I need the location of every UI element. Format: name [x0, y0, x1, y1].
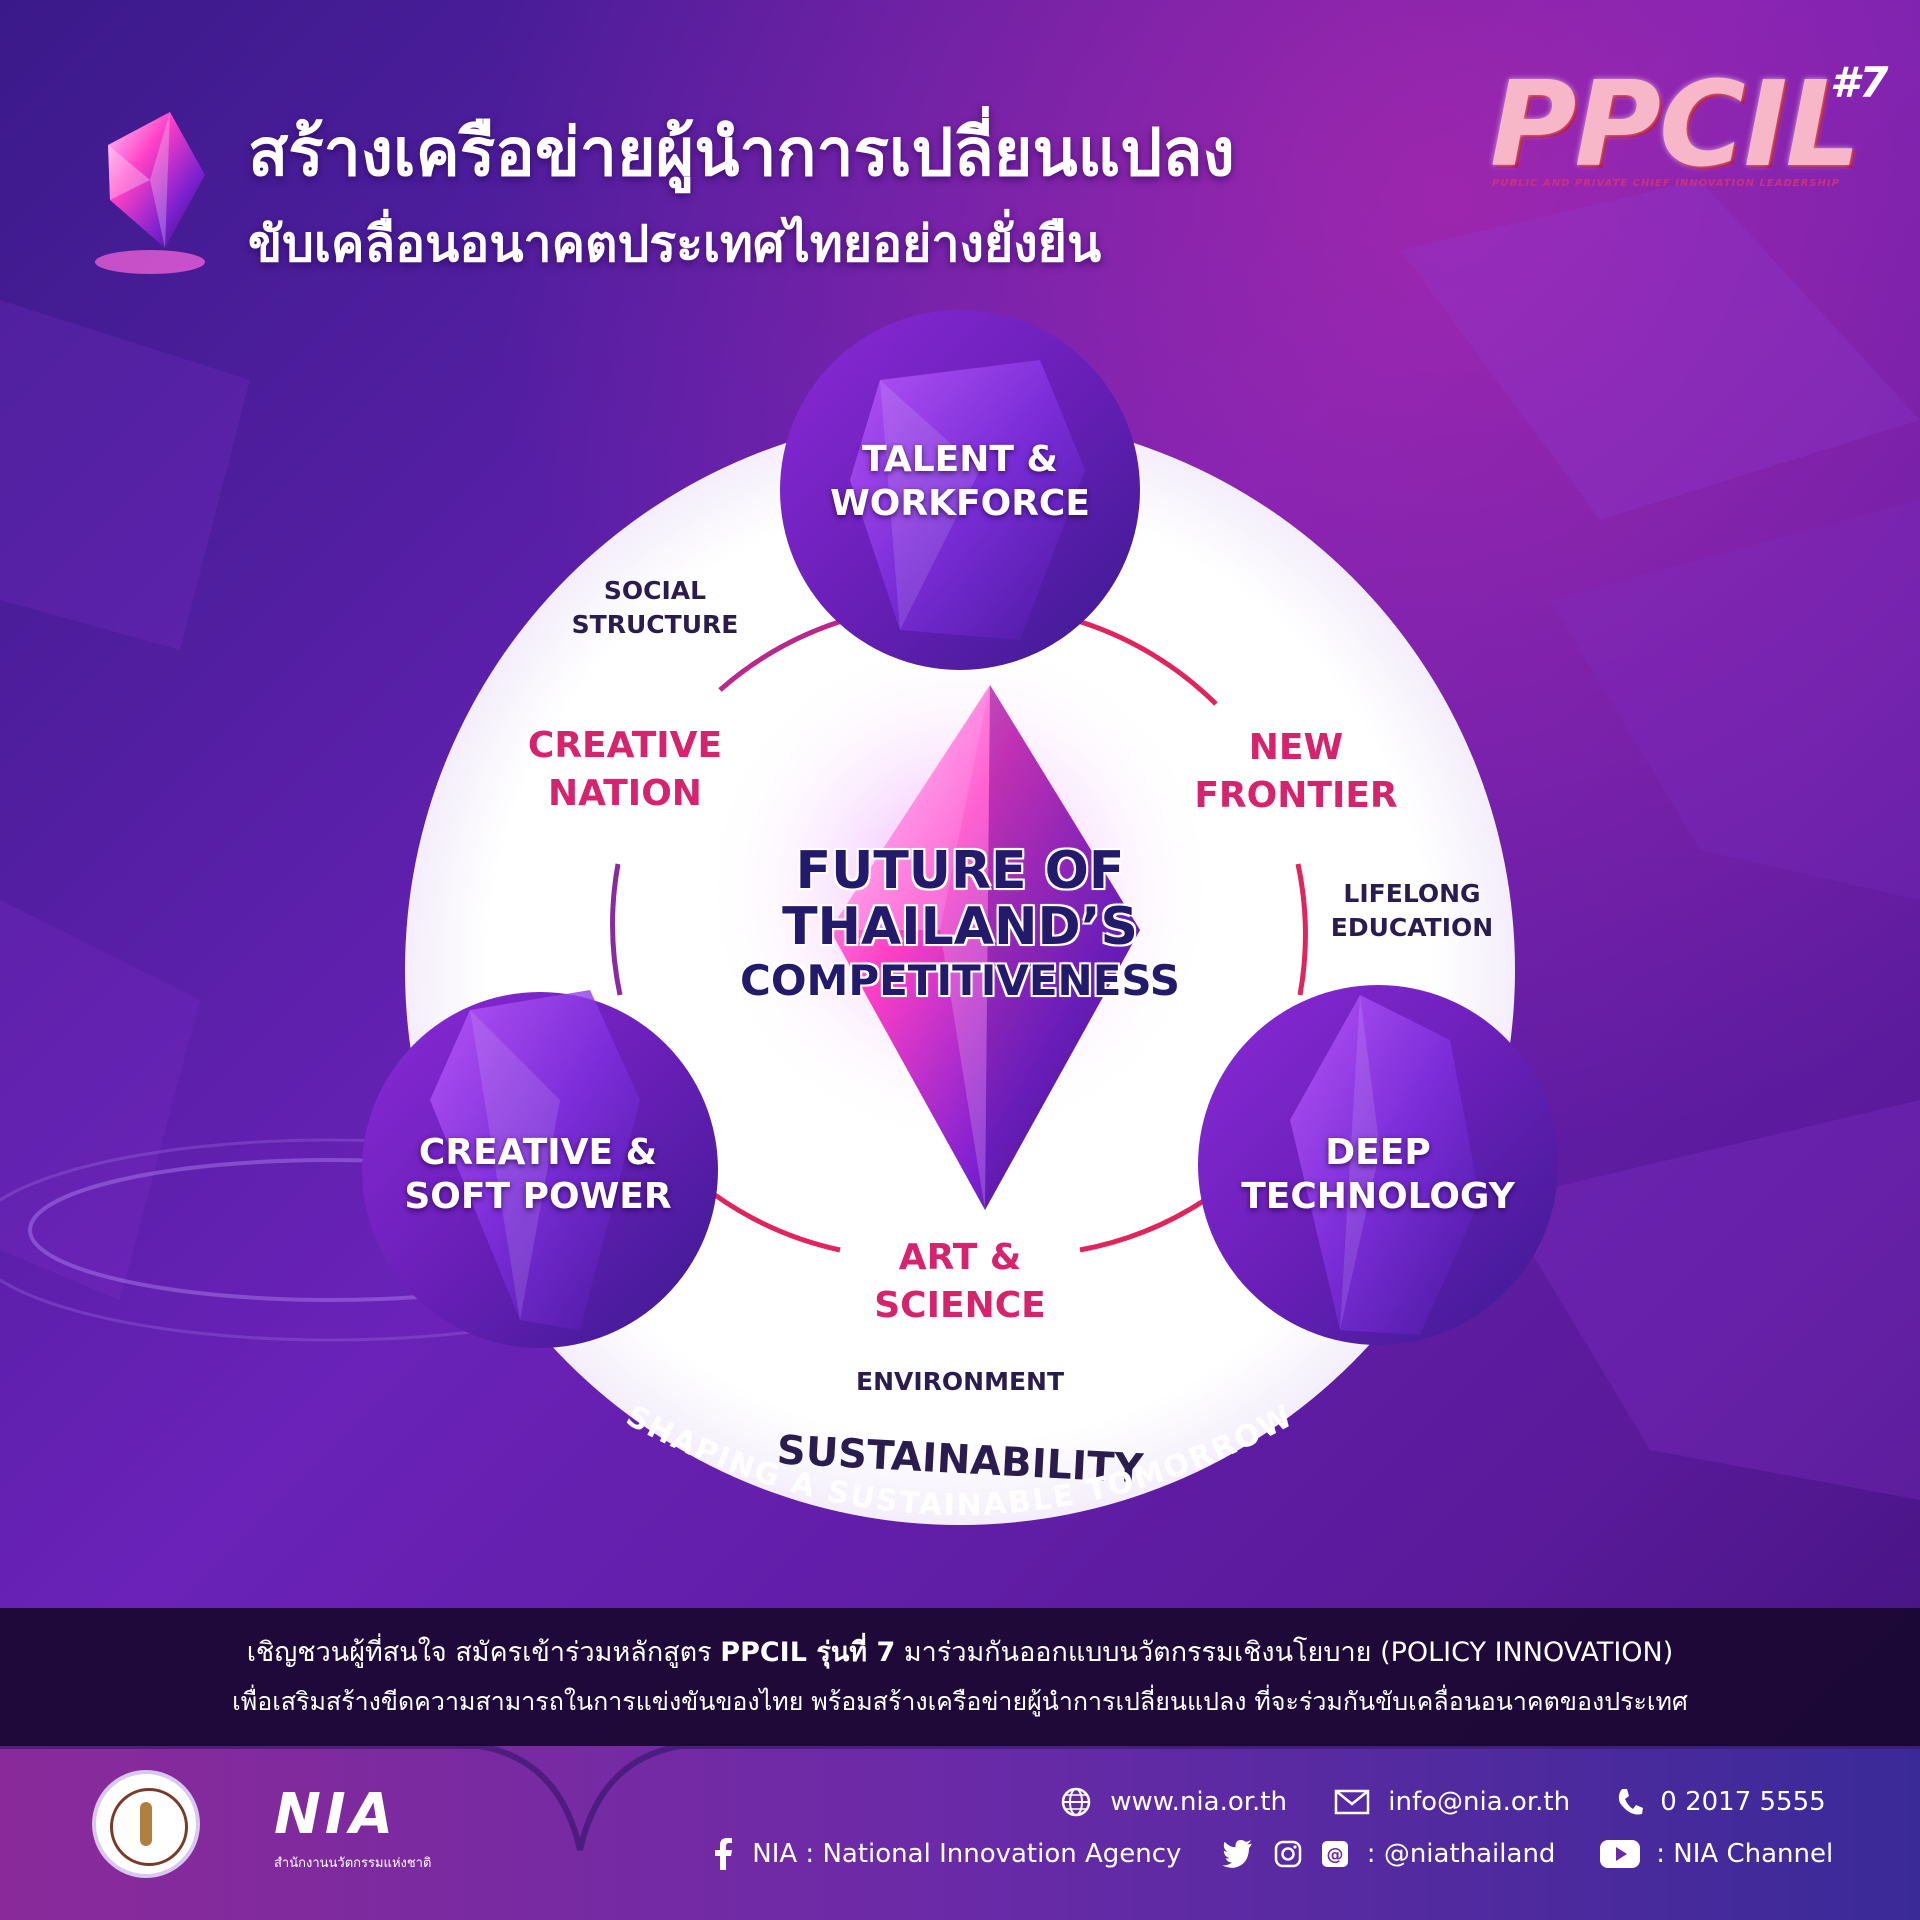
link-art-science-line2: SCIENCE — [874, 1285, 1046, 1326]
tagline-curve: SHAPING A SUSTAINABLE TOMORROW — [620, 1399, 1299, 1524]
social-handle-text: : @niathailand — [1366, 1838, 1556, 1869]
center-line1: FUTURE OF — [795, 841, 1125, 901]
gem-icon — [95, 112, 205, 274]
node-deep-line1: DEEP — [1325, 1132, 1431, 1173]
email-link[interactable]: info@nia.or.th — [1334, 1786, 1570, 1817]
ppcil-logo-subtitle: PUBLIC AND PRIVATE CHIEF INNOVATION LEAD… — [1492, 178, 1840, 189]
twitter-icon — [1222, 1839, 1252, 1868]
link-new-frontier: NEW FRONTIER — [1194, 724, 1397, 820]
youtube-text: : NIA Channel — [1656, 1838, 1834, 1869]
node-left-circle — [362, 990, 718, 1348]
nia-logo-subtitle: สำนักงานนวัตกรรมแห่งชาติ — [274, 1856, 432, 1871]
globe-icon — [1061, 1787, 1091, 1817]
ppcil-logo: PPCIL — [1490, 55, 1861, 193]
node-creative-soft-power: CREATIVE & SOFT POWER — [404, 1131, 671, 1219]
pillar-environment: ENVIRONMENT — [855, 1367, 1065, 1396]
node-right-circle — [1198, 985, 1558, 1345]
link-creative-nation-line2: NATION — [548, 773, 702, 814]
email-text: info@nia.or.th — [1388, 1786, 1571, 1817]
center-title: FUTURE OF THAILAND’S COMPETITIVENESS — [740, 843, 1180, 1007]
center-line3: COMPETITIVENESS — [740, 956, 1180, 1005]
link-new-frontier-line2: FRONTIER — [1194, 775, 1398, 816]
tagline-text: SHAPING A SUSTAINABLE TOMORROW — [620, 1399, 1297, 1524]
svg-text:SHAPING A SUSTAINABLE TOMORROW: SHAPING A SUSTAINABLE TOMORROW — [620, 1399, 1299, 1524]
youtube-icon — [1600, 1839, 1640, 1868]
nia-logo: NIA — [274, 1782, 398, 1847]
pillar-social-line1: SOCIAL — [603, 576, 707, 605]
info-banner: เชิญชวนผู้ที่สนใจ สมัครเข้าร่วมหลักสูตร … — [0, 1608, 1920, 1746]
node-creative-line1: CREATIVE & — [418, 1132, 658, 1173]
center-diamond — [830, 685, 1140, 1210]
banner-line1: เชิญชวนผู้ที่สนใจ สมัครเข้าร่วมหลักสูตร … — [0, 1630, 1920, 1673]
page-subtitle: ขับเคลื่อนอนาคตประเทศไทยอย่างยั่งยืน — [248, 215, 1102, 273]
pillar-lifelong-education: LIFELONG EDUCATION — [1331, 877, 1493, 945]
svg-text:@: @ — [1326, 1845, 1343, 1865]
link-new-frontier-line1: NEW — [1248, 727, 1344, 768]
node-deep-technology: DEEP TECHNOLOGY — [1241, 1131, 1515, 1219]
link-creative-nation-line1: CREATIVE — [527, 725, 723, 766]
website-link[interactable]: www.nia.or.th — [1060, 1786, 1287, 1818]
website-text: www.nia.or.th — [1110, 1787, 1287, 1817]
node-deep-line2: TECHNOLOGY — [1241, 1176, 1515, 1217]
center-line2: THAILAND’S — [782, 897, 1138, 957]
node-creative-line2: SOFT POWER — [404, 1176, 672, 1217]
threads-icon: @ — [1321, 1840, 1348, 1867]
facebook-icon — [715, 1838, 732, 1870]
mail-icon — [1334, 1789, 1370, 1814]
node-top-circle — [780, 310, 1140, 670]
page-title: สร้างเครือข่ายผู้นำการเปลี่ยนแปลง — [248, 114, 1235, 191]
link-art-science-line1: ART & — [898, 1237, 1022, 1278]
pillar-lifelong-line2: EDUCATION — [1330, 913, 1494, 942]
pillar-lifelong-line1: LIFELONG — [1343, 879, 1481, 908]
link-creative-nation: CREATIVE NATION — [528, 722, 722, 818]
ministry-seal-logo — [96, 1774, 196, 1874]
pillar-social-structure: SOCIAL STRUCTURE — [572, 574, 739, 642]
node-talent-line2: WORKFORCE — [830, 483, 1090, 524]
instagram-icon — [1275, 1840, 1302, 1867]
phone-text: 0 2017 5555 — [1660, 1786, 1826, 1817]
node-talent-workforce: TALENT & WORKFORCE — [830, 438, 1090, 526]
pillar-social-line2: STRUCTURE — [571, 610, 739, 639]
youtube-link[interactable]: : NIA Channel — [1600, 1838, 1833, 1869]
phone-link[interactable]: 0 2017 5555 — [1616, 1786, 1826, 1817]
ppcil-edition: #7 — [1830, 58, 1889, 107]
social-handle-link[interactable]: @ : @niathailand — [1222, 1838, 1555, 1869]
link-art-science: ART & SCIENCE — [874, 1234, 1045, 1330]
banner-line2: เพื่อเสริมสร้างขีดความสามารถในการแข่งขัน… — [232, 1687, 1688, 1716]
banner-line1-a: เชิญชวนผู้ที่สนใจ สมัครเข้าร่วมหลักสูตร — [246, 1637, 721, 1668]
facebook-link[interactable]: NIA : National Innovation Agency — [712, 1838, 1181, 1870]
facebook-text: NIA : National Innovation Agency — [752, 1839, 1182, 1869]
node-talent-line1: TALENT & — [862, 439, 1058, 480]
phone-icon — [1618, 1788, 1643, 1815]
banner-line1-c: มาร่วมกันออกแบบนวัตกรรมเชิงนโยบาย (POLIC… — [895, 1637, 1674, 1668]
banner-line1-b: PPCIL รุ่นที่ 7 — [720, 1637, 896, 1668]
